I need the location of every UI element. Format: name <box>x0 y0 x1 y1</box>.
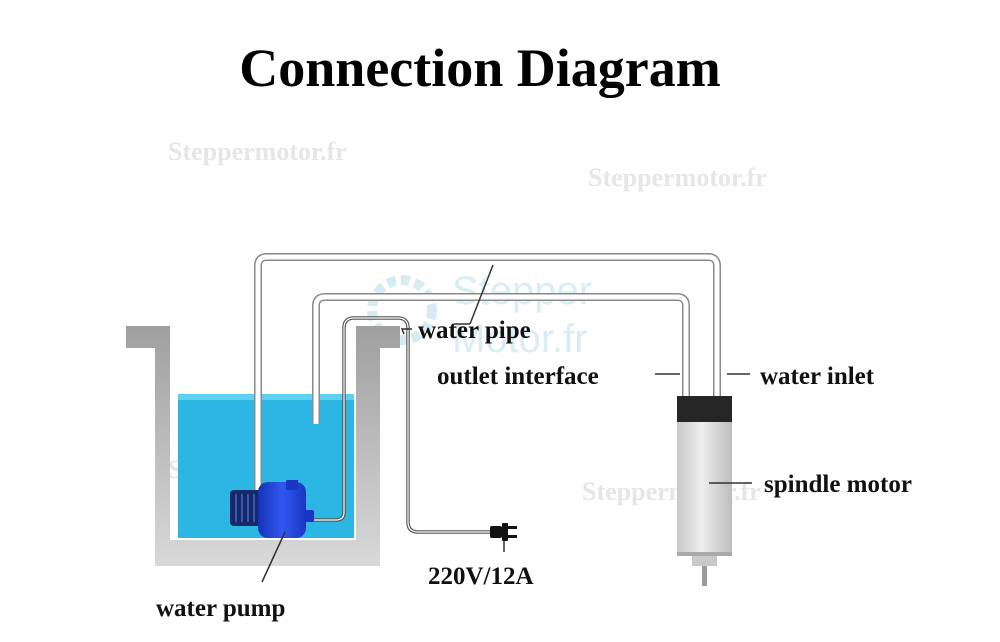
power-cable <box>310 316 492 534</box>
spindle-shaft <box>702 566 707 586</box>
watermark-logo: Stepper Motor.fr <box>367 269 592 361</box>
water-surface-highlight <box>178 394 354 400</box>
label-water-pump: water pump <box>156 595 285 622</box>
watermark-logo-line2: Motor.fr <box>452 317 588 361</box>
label-water-inlet: water inlet <box>760 363 875 390</box>
leader-lines <box>261 264 752 583</box>
label-outlet-interface: outlet interface <box>437 363 599 390</box>
spindle-motor <box>677 396 732 586</box>
return-water-pipe <box>312 293 690 424</box>
label-spindle-motor: spindle motor <box>764 471 912 498</box>
watermark-logo-line1: Stepper <box>452 269 592 313</box>
label-water-pipe: water pipe <box>418 317 531 344</box>
pump-body <box>258 482 306 538</box>
watermark-text: Steppermotor.fr <box>168 137 347 166</box>
spindle-nose <box>692 556 717 566</box>
diagram-title: Connection Diagram <box>239 38 720 98</box>
spindle-cap <box>677 396 732 422</box>
watermark-text: Steppermotor.fr <box>582 477 761 506</box>
watermark-text: Steppermotor.fr <box>588 163 767 192</box>
gear-icon <box>367 275 437 345</box>
label-power-rating: 220V/12A <box>428 563 534 590</box>
water-pump <box>230 480 314 538</box>
power-plug-icon <box>490 523 517 541</box>
outer-water-pipe <box>254 253 721 494</box>
tank-wall <box>126 326 400 566</box>
spindle-body <box>677 422 732 556</box>
